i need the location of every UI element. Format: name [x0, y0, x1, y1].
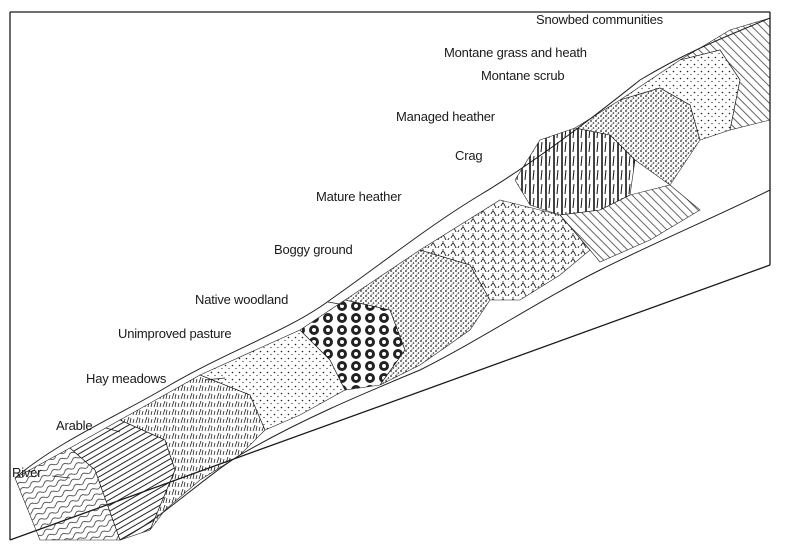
label-mature-heather: Mature heather — [316, 190, 401, 204]
label-crag: Crag — [455, 149, 482, 163]
vegetation-zones — [15, 18, 770, 540]
label-montane-grass-and-heath: Montane grass and heath — [444, 46, 587, 60]
label-river: River — [12, 466, 41, 480]
label-arable: Arable — [56, 419, 92, 433]
label-snowbed-communities: Snowbed communities — [536, 13, 663, 27]
label-native-woodland: Native woodland — [195, 293, 288, 307]
label-boggy-ground: Boggy ground — [274, 243, 353, 257]
label-unimproved-pasture: Unimproved pasture — [118, 327, 231, 341]
label-managed-heather: Managed heather — [396, 110, 495, 124]
label-hay-meadows: Hay meadows — [86, 372, 166, 386]
label-montane-scrub: Montane scrub — [481, 69, 564, 83]
